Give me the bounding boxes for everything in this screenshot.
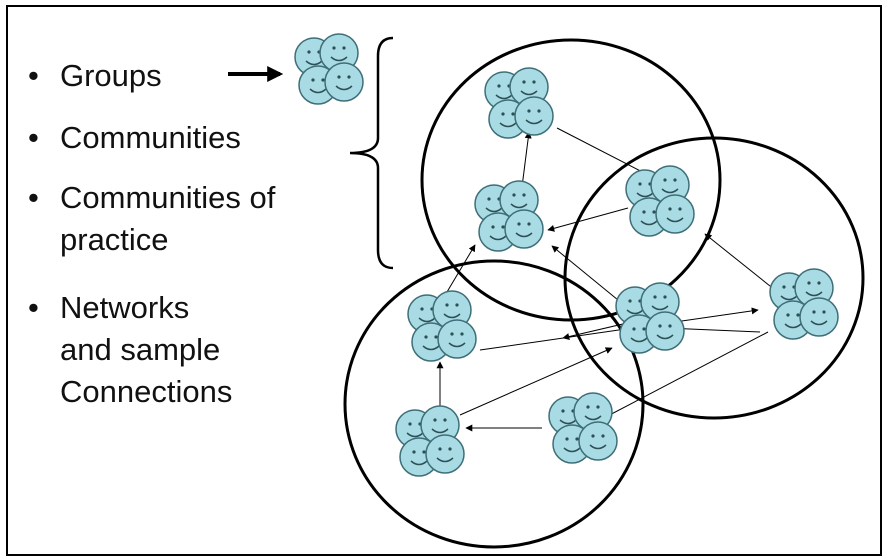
curly-brace xyxy=(349,36,394,270)
cluster-left-middle xyxy=(475,181,543,251)
bullet-dot: • xyxy=(28,120,39,155)
cluster-center-right xyxy=(626,166,694,236)
bullet-networks-label: Networks and sample Connections xyxy=(60,290,233,409)
bullet-communities-of-practice: • Communities of practice xyxy=(28,177,275,261)
bullet-dot: • xyxy=(28,290,39,325)
cluster-lower-left xyxy=(408,291,476,361)
bullet-networks: • Networks and sample Connections xyxy=(28,287,232,413)
cluster-top xyxy=(485,68,553,138)
community-circles xyxy=(343,38,865,549)
bullet-communities-label: Communities xyxy=(60,120,241,155)
cluster-far-right xyxy=(770,269,838,339)
bullet-dot: • xyxy=(28,58,39,93)
bullet-groups-label: Groups xyxy=(60,58,162,93)
cluster-bottom-left xyxy=(396,406,464,476)
group-cluster-icon xyxy=(295,34,363,104)
cluster-bottom xyxy=(549,393,617,463)
bullet-communities: • Communities xyxy=(28,117,241,159)
connection-arrows xyxy=(436,127,776,432)
bullet-groups: • Groups xyxy=(28,55,162,97)
slide-border xyxy=(6,5,882,556)
bullet-communities-of-practice-label: Communities of practice xyxy=(60,180,276,257)
cluster-center xyxy=(616,283,684,353)
member-clusters xyxy=(396,68,838,476)
bullet-dot: • xyxy=(28,180,39,215)
